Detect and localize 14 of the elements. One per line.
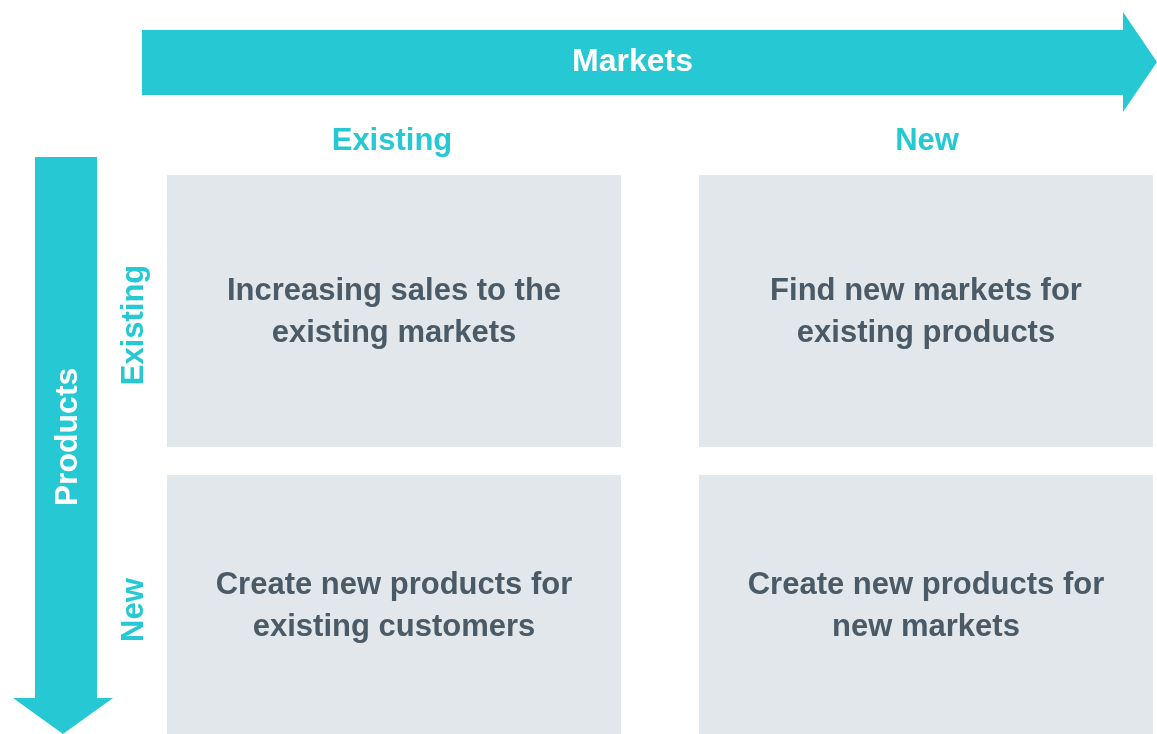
row-header: New [115, 578, 151, 642]
quadrant-text: Increasing sales to the existing markets [225, 271, 563, 351]
column-header: New [895, 122, 959, 158]
axis-title: Products [47, 367, 85, 507]
strategy-quadrant [167, 175, 621, 447]
strategy-quadrant [699, 475, 1153, 734]
column-header: Existing [331, 122, 453, 158]
row-header: Existing [115, 264, 151, 386]
quadrant-text: Create new products for existing customers [214, 564, 574, 645]
quadrant-text: Create new products for new markets [746, 564, 1106, 645]
strategy-quadrant [699, 175, 1153, 447]
quadrant-text: Find new markets for existing products [769, 271, 1083, 351]
axis-title: Markets [571, 42, 694, 79]
strategy-quadrant [167, 475, 621, 734]
